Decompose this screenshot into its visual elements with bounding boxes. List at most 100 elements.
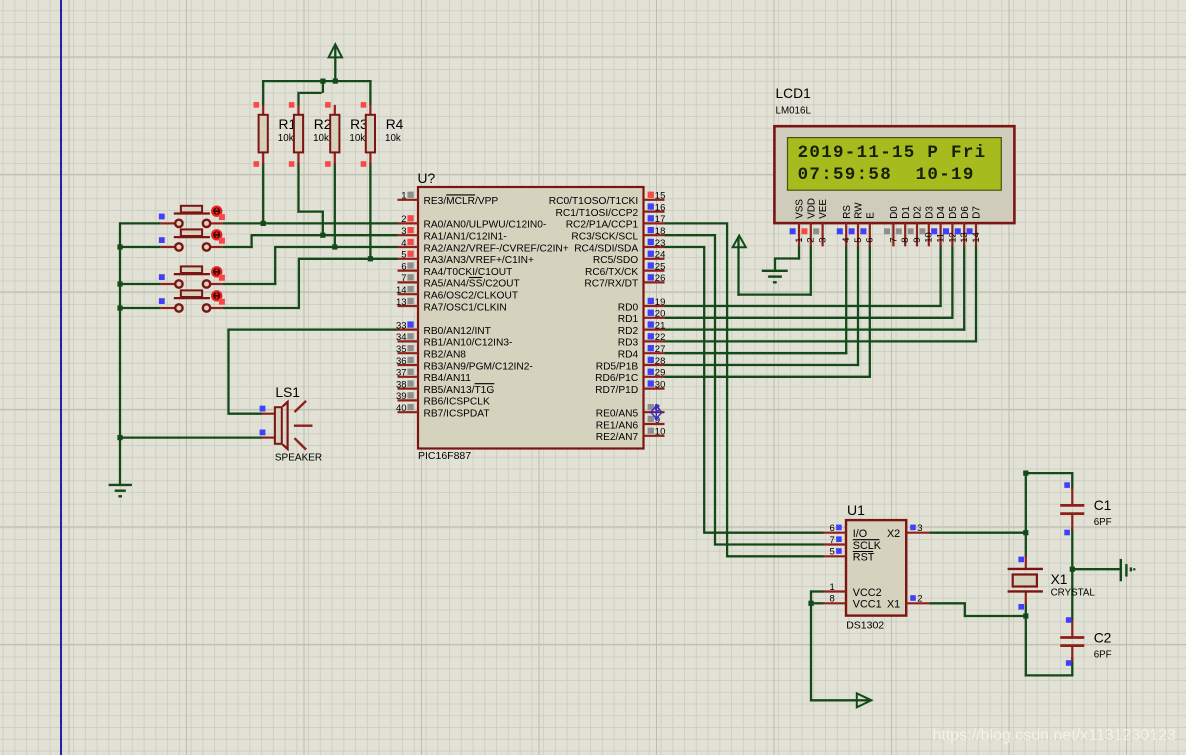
- svg-text:4: 4: [401, 238, 406, 249]
- svg-text:VCC2: VCC2: [853, 587, 882, 599]
- svg-text:34: 34: [396, 332, 407, 343]
- svg-text:C1: C1: [1094, 498, 1112, 513]
- svg-text:3: 3: [917, 523, 922, 534]
- svg-text:CRYSTAL: CRYSTAL: [1051, 588, 1096, 599]
- svg-text:10k: 10k: [349, 133, 365, 144]
- svg-text:38: 38: [396, 379, 407, 390]
- svg-text:15: 15: [655, 191, 666, 202]
- svg-text:RA7/OSC1/CLKIN: RA7/OSC1/CLKIN: [424, 302, 507, 313]
- svg-text:14: 14: [971, 232, 982, 243]
- svg-text:RB4/AN11: RB4/AN11: [424, 373, 472, 384]
- svg-text:RW: RW: [854, 202, 865, 219]
- svg-text:VDD: VDD: [806, 198, 817, 219]
- svg-text:39: 39: [396, 391, 407, 402]
- svg-text:RC3/SCK/SCL: RC3/SCK/SCL: [571, 232, 638, 243]
- svg-text:U?: U?: [418, 171, 436, 186]
- svg-text:10: 10: [655, 427, 666, 438]
- svg-text:8: 8: [900, 238, 911, 243]
- svg-text:07:59:58 10-19: 07:59:58 10-19: [798, 165, 975, 185]
- svg-text:RA2/AN2/VREF-/CVREF/C2IN+: RA2/AN2/VREF-/CVREF/C2IN+: [424, 243, 569, 254]
- svg-text:20: 20: [655, 309, 666, 320]
- svg-text:RD7/P1D: RD7/P1D: [595, 385, 638, 396]
- svg-text:VEE: VEE: [818, 199, 829, 219]
- svg-text:X1: X1: [887, 599, 900, 611]
- svg-text:RD3: RD3: [618, 338, 639, 349]
- svg-text:RC0/T1OSO/T1CKI: RC0/T1OSO/T1CKI: [549, 196, 638, 207]
- svg-text:30: 30: [655, 379, 666, 390]
- svg-text:D2: D2: [913, 206, 924, 219]
- svg-text:9: 9: [912, 238, 923, 243]
- svg-text:18: 18: [655, 226, 666, 237]
- svg-text:RA3/AN3/VREF+/C1IN+: RA3/AN3/VREF+/C1IN+: [424, 255, 534, 266]
- svg-text:D4: D4: [936, 206, 947, 219]
- svg-text:D5: D5: [948, 206, 959, 219]
- svg-text:RST: RST: [853, 552, 875, 564]
- svg-text:7: 7: [401, 273, 406, 284]
- svg-text:LM016L: LM016L: [776, 105, 812, 116]
- svg-text:3: 3: [401, 226, 406, 237]
- svg-text:RA5/AN4/SS/C2OUT: RA5/AN4/SS/C2OUT: [424, 279, 520, 290]
- svg-text:2: 2: [401, 214, 406, 225]
- svg-text:2019-11-15 P Fri: 2019-11-15 P Fri: [798, 143, 987, 163]
- svg-text:33: 33: [396, 320, 407, 331]
- svg-text:PIC16F887: PIC16F887: [418, 450, 471, 462]
- svg-text:RC2/P1A/CCP1: RC2/P1A/CCP1: [566, 220, 639, 231]
- svg-text:RD4: RD4: [618, 350, 639, 361]
- svg-text:6: 6: [401, 261, 406, 272]
- svg-text:DS1302: DS1302: [846, 619, 884, 631]
- svg-text:2: 2: [917, 594, 922, 605]
- svg-text:10k: 10k: [278, 133, 294, 144]
- svg-text:D3: D3: [924, 206, 935, 219]
- svg-text:X2: X2: [887, 528, 900, 540]
- svg-text:RE2/AN7: RE2/AN7: [596, 432, 639, 443]
- svg-text:RC7/RX/DT: RC7/RX/DT: [584, 279, 638, 290]
- svg-text:7: 7: [888, 238, 899, 243]
- svg-text:22: 22: [655, 332, 666, 343]
- svg-text:17: 17: [655, 214, 666, 225]
- svg-text:I/O: I/O: [853, 528, 867, 540]
- svg-text:23: 23: [655, 238, 666, 249]
- svg-text:10k: 10k: [313, 133, 329, 144]
- svg-text:5: 5: [830, 547, 835, 558]
- svg-text:RD1: RD1: [618, 314, 639, 325]
- svg-text:SPEAKER: SPEAKER: [275, 453, 322, 464]
- svg-text:26: 26: [655, 273, 666, 284]
- svg-text:VSS: VSS: [795, 199, 806, 219]
- svg-text:U1: U1: [847, 502, 865, 518]
- svg-text:40: 40: [396, 403, 407, 414]
- svg-text:5: 5: [853, 238, 864, 243]
- svg-text:VCC1: VCC1: [853, 599, 882, 611]
- svg-text:R1: R1: [279, 117, 297, 132]
- svg-text:13: 13: [959, 232, 970, 243]
- svg-text:19: 19: [655, 297, 666, 308]
- svg-text:C2: C2: [1094, 631, 1112, 646]
- svg-text:R3: R3: [350, 117, 368, 132]
- svg-text:14: 14: [396, 285, 407, 296]
- svg-text:LS1: LS1: [275, 385, 300, 400]
- svg-text:RA6/OSC2/CLKOUT: RA6/OSC2/CLKOUT: [424, 291, 519, 302]
- svg-text:6PF: 6PF: [1094, 517, 1112, 528]
- svg-text:6: 6: [865, 238, 876, 243]
- svg-text:8: 8: [655, 403, 660, 414]
- svg-text:6PF: 6PF: [1094, 649, 1112, 660]
- svg-text:RD0: RD0: [618, 302, 639, 313]
- svg-text:1: 1: [830, 582, 835, 593]
- svg-text:16: 16: [655, 202, 666, 213]
- svg-text:11: 11: [936, 233, 947, 243]
- svg-text:RD2: RD2: [618, 326, 639, 337]
- svg-text:10k: 10k: [385, 133, 401, 144]
- svg-text:D6: D6: [960, 206, 971, 219]
- svg-text:21: 21: [655, 320, 666, 331]
- svg-text:1: 1: [794, 238, 805, 243]
- svg-text:24: 24: [655, 250, 666, 261]
- svg-text:RB0/AN12/INT: RB0/AN12/INT: [424, 326, 491, 337]
- svg-text:RA4/T0CKI/C1OUT: RA4/T0CKI/C1OUT: [424, 267, 513, 278]
- svg-text:RC4/SDI/SDA: RC4/SDI/SDA: [574, 243, 638, 254]
- svg-text:10: 10: [924, 232, 935, 243]
- svg-text:4: 4: [841, 238, 852, 243]
- svg-text:3: 3: [818, 238, 829, 243]
- svg-text:36: 36: [396, 356, 407, 367]
- svg-text:13: 13: [396, 297, 407, 308]
- svg-text:LCD1: LCD1: [776, 86, 811, 101]
- svg-text:RS: RS: [842, 205, 853, 219]
